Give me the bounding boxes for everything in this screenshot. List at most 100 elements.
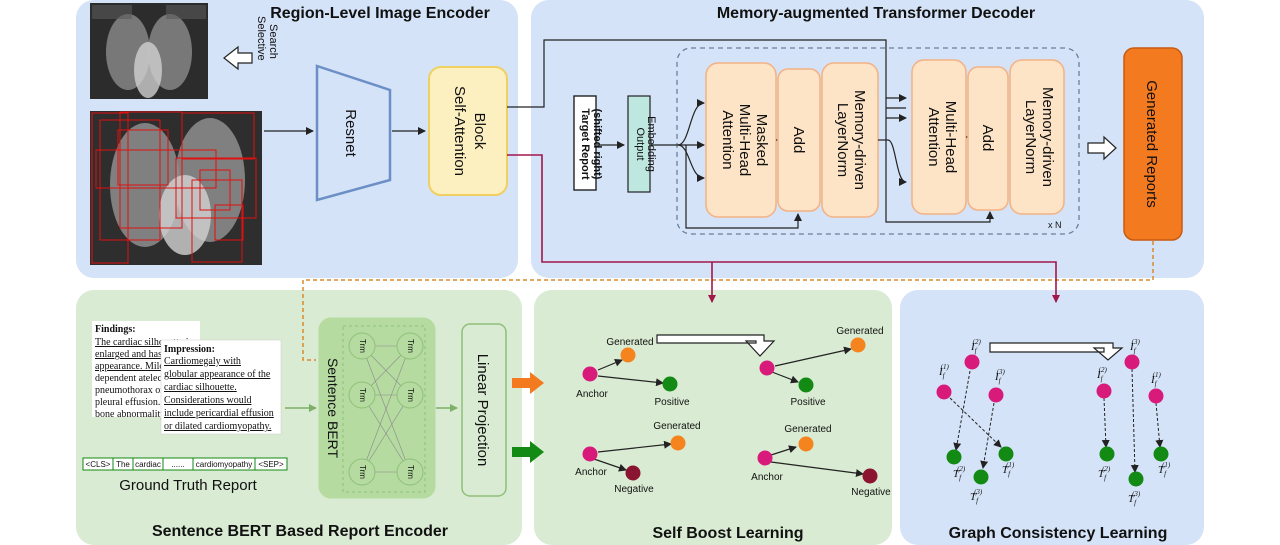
add-block-1	[777, 68, 821, 212]
graph-title: Graph Consistency Learning	[949, 525, 1168, 542]
sb-negative-2: Negative	[851, 487, 891, 498]
trm-6: Trm	[406, 465, 415, 479]
token-5: <SEP>	[258, 460, 284, 469]
generated-reports-block	[1123, 47, 1183, 241]
memory-link	[507, 39, 907, 108]
graph-panel	[900, 290, 1204, 545]
target-report-label-2: (shifted right)	[591, 109, 603, 180]
xn-label: x N	[1048, 220, 1062, 230]
memnorm-label-1b: LayerNorm	[834, 103, 851, 177]
graph-transition-arrow	[989, 342, 1124, 361]
search-label: Search	[267, 24, 279, 59]
gl-i1-b: If(1)	[1150, 371, 1161, 388]
region-proposals-xray	[90, 111, 262, 265]
encoder-title: Region-Level Image Encoder	[270, 5, 490, 22]
token-4: cardiomyopathy	[196, 460, 252, 469]
token-3: ......	[171, 460, 184, 469]
impression-line-3: Considerations would	[164, 395, 252, 406]
decoder-title: Memory-augmented Transformer Decoder	[717, 5, 1035, 22]
linear-projection-block	[461, 323, 507, 497]
findings-line-3: dependent atelect	[95, 373, 165, 384]
findings-line-4: pneumothorax or	[95, 385, 164, 396]
impression-card: Impression: Cardiomegaly with globular a…	[160, 339, 282, 435]
encoder-to-selfboost-link	[507, 154, 1060, 303]
findings-title: Findings:	[95, 324, 136, 335]
graph-edges	[949, 368, 1164, 473]
memnorm-label-2b: LayerNorm	[1022, 100, 1039, 174]
sentence-bert-label: Sentence BERT	[325, 358, 341, 459]
gl-t1-a: Tf(1)	[1002, 461, 1015, 478]
negative-path-arrow	[512, 441, 544, 463]
ground-truth-label: Ground Truth Report	[119, 477, 257, 494]
trm-2: Trm	[406, 339, 415, 353]
impression-line-4: include pericardial effusion	[164, 408, 274, 419]
resnet-block	[315, 64, 392, 202]
self-attention-label-1: Self-Attention	[451, 86, 468, 176]
sb-positive-1: Positive	[654, 397, 689, 408]
mha-label-1: Multi-Head	[942, 101, 959, 174]
positive-path-arrow	[512, 372, 544, 394]
selfboost-title: Self Boost Learning	[652, 525, 803, 542]
self-attention-label-2: Block	[471, 113, 488, 150]
sb-generated-3: Generated	[653, 421, 700, 432]
gl-t2-a: Tf(2)	[953, 465, 966, 482]
generated-to-encoder-link	[302, 241, 1154, 361]
selfboost-nodes	[582, 337, 878, 484]
impression-line-2: cardiac silhouette.	[164, 382, 237, 393]
gl-i2-a: If(2)	[970, 338, 981, 355]
token-row: <CLS> The cardiac ...... cardiomyopathy …	[82, 457, 288, 471]
findings-line-5: pleural effusion. N	[95, 397, 170, 408]
sbert-title: Sentence BERT Based Report Encoder	[152, 523, 448, 540]
chest-xray-image	[90, 3, 208, 99]
boost-transition-arrow	[656, 334, 776, 357]
gl-i3-a: If(3)	[994, 368, 1005, 385]
decoder-output-arrow	[1087, 135, 1117, 161]
gl-i3-b: If(3)	[1129, 338, 1140, 355]
sb-anchor-1: Anchor	[576, 389, 608, 400]
sb-negative-1: Negative	[614, 484, 654, 495]
token-2: cardiac	[135, 460, 161, 469]
generated-reports-label: Generated Reports	[1143, 80, 1160, 208]
token-0: <CLS>	[86, 460, 111, 469]
sb-generated-2: Generated	[836, 326, 883, 337]
graph-labels: If(2) If(1) If(3) Tf(2) Tf(1) Tf(3) If(3…	[938, 338, 1171, 507]
target-report-box	[573, 95, 597, 191]
output-embedding-label-2: Embedding	[645, 116, 657, 172]
linear-projection-label: Linear Projection	[474, 354, 491, 467]
sentence-bert-block	[318, 317, 436, 499]
findings-line-2: appearance. Mild	[95, 361, 164, 372]
trm-5: Trm	[358, 465, 367, 479]
trm-1: Trm	[358, 339, 367, 353]
impression-line-1: globular appearance of the	[164, 369, 271, 380]
trm-3: Trm	[358, 388, 367, 402]
token-1: The	[116, 460, 130, 469]
sb-generated-1: Generated	[606, 337, 653, 348]
findings-line-0: The cardiac silhouette is	[95, 337, 193, 348]
impression-title: Impression:	[164, 344, 215, 355]
add-block-2	[967, 66, 1009, 211]
selective-search-arrow	[223, 45, 253, 71]
findings-line-6: bone abnormality.	[95, 409, 167, 420]
gl-i1-a: If(1)	[938, 363, 949, 380]
memnorm-label-1a: Memory-driven	[851, 90, 868, 190]
add-label-2: Add	[979, 125, 996, 152]
trm-4: Trm	[406, 388, 415, 402]
sb-generated-4: Generated	[784, 424, 831, 435]
gl-t3-b: Tf(3)	[1128, 490, 1141, 507]
masked-label-2: Multi-Head	[736, 104, 753, 177]
gl-t1-b: Tf(1)	[1158, 461, 1171, 478]
target-report-label-1: Target Report	[579, 108, 591, 180]
mha-label-2: Attention	[925, 107, 942, 166]
gl-i2-b: If(2)	[1096, 366, 1107, 383]
memory-layernorm-block-2	[1009, 59, 1065, 215]
impression-line-0: Cardiomegaly with	[164, 356, 241, 367]
self-attention-block	[428, 66, 508, 196]
sb-anchor-3: Anchor	[751, 472, 783, 483]
graph-nodes	[936, 354, 1169, 487]
gl-t3-a: Tf(3)	[970, 488, 983, 505]
memnorm-label-2a: Memory-driven	[1039, 87, 1056, 187]
selective-label: Selective	[255, 16, 267, 61]
resnet-label: Resnet	[342, 109, 359, 157]
sb-positive-2: Positive	[790, 397, 825, 408]
